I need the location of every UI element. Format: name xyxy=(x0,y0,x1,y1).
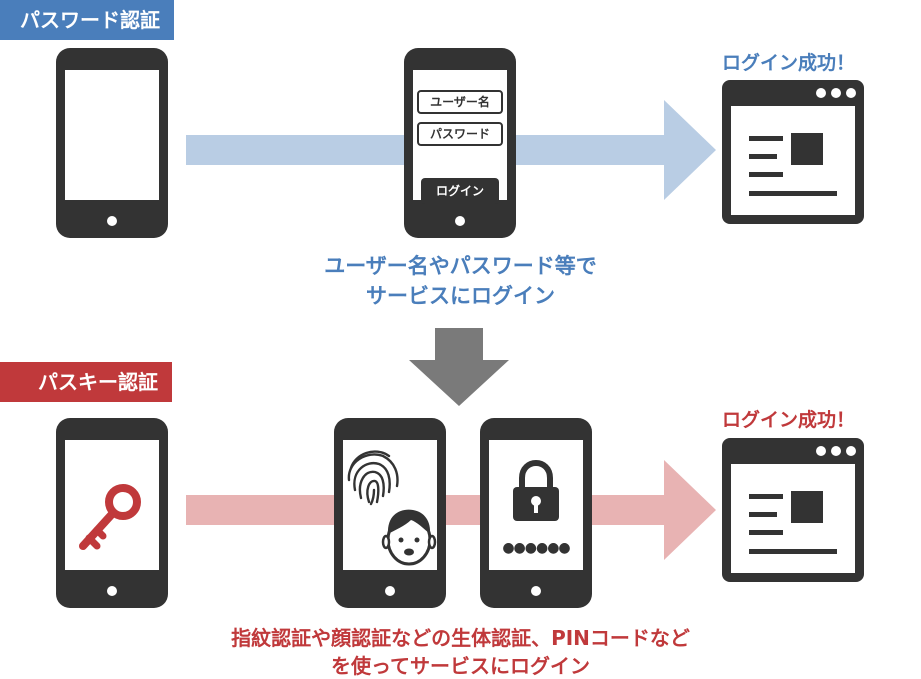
key-phone-screen xyxy=(65,440,159,570)
login-phone: ユーザー名 パスワード ログイン xyxy=(404,48,516,238)
password-section-label: パスワード認証 xyxy=(0,0,174,40)
browser-window-icon xyxy=(722,80,864,224)
password-caption-line1: ユーザー名やパスワード等で xyxy=(324,254,597,278)
window-pane xyxy=(731,464,855,573)
arrow-right-icon xyxy=(186,460,716,560)
face-icon xyxy=(381,509,437,566)
pin-phone: ●●●●●● xyxy=(480,418,592,608)
pin-phone-screen: ●●●●●● xyxy=(489,440,583,570)
fingerprint-icon xyxy=(347,450,399,506)
window-dots-icon xyxy=(816,88,856,98)
window-dots-icon xyxy=(816,446,856,456)
phone-screen xyxy=(65,70,159,200)
phone-home-button xyxy=(385,586,395,596)
browser-window-icon xyxy=(722,438,864,582)
passkey-caption-line1: 指紋認証や顔認証などの生体認証、PINコードなど xyxy=(231,626,690,650)
window-pane xyxy=(731,106,855,215)
padlock-icon xyxy=(513,460,559,521)
phone-home-button xyxy=(531,586,541,596)
smartphone-icon xyxy=(56,48,168,238)
username-field: ユーザー名 xyxy=(417,90,503,114)
phone-home-button xyxy=(455,216,465,226)
pin-dots: ●●●●●● xyxy=(502,540,570,556)
password-field: パスワード xyxy=(417,122,503,146)
passkey-caption-line2: を使ってサービスにログイン xyxy=(331,654,590,678)
passkey-login-success: ログイン成功！ xyxy=(722,409,856,431)
biometric-phone xyxy=(334,418,446,608)
key-phone xyxy=(56,418,168,608)
key-icon xyxy=(79,484,141,550)
phone-home-button xyxy=(107,586,117,596)
login-phone-screen: ユーザー名 パスワード ログイン xyxy=(413,70,507,204)
password-login-success: ログイン成功！ xyxy=(722,52,856,74)
arrow-down-icon xyxy=(409,328,509,406)
phone-home-button xyxy=(107,216,117,226)
login-button: ログイン xyxy=(421,178,499,204)
password-caption-line2: サービスにログイン xyxy=(366,284,555,308)
biometric-phone-screen xyxy=(343,440,437,570)
passkey-section-label: パスキー認証 xyxy=(0,362,172,402)
